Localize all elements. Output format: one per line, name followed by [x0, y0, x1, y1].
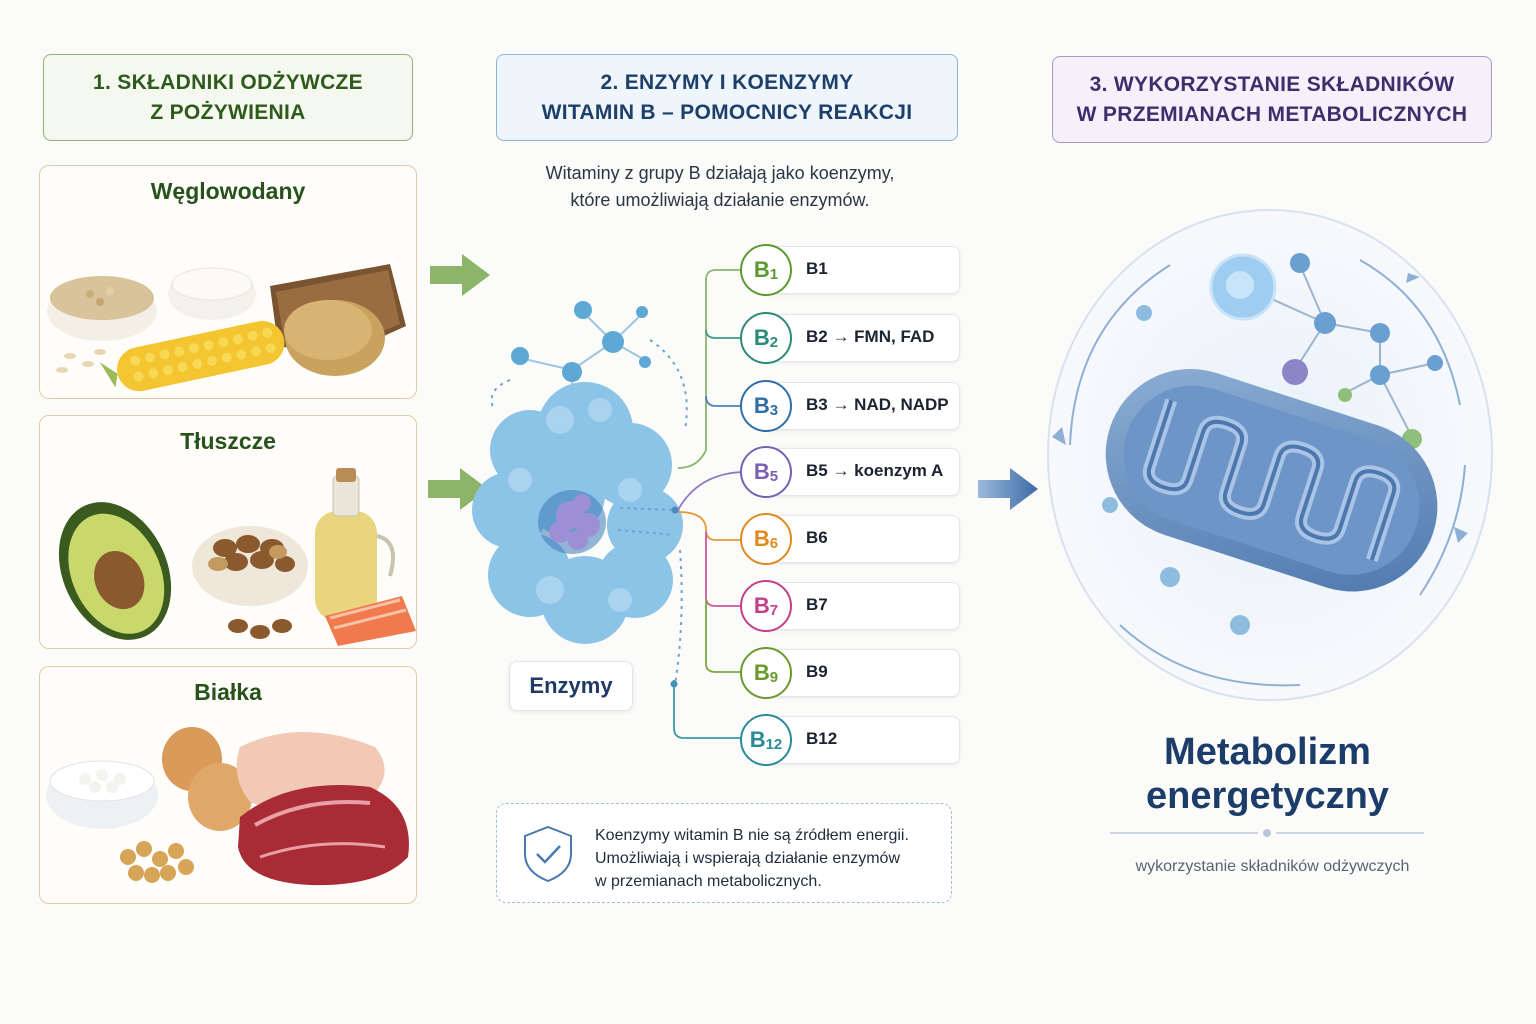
step3-header-line2: W PRZEMIANACH METABOLICZNYCH — [1076, 102, 1468, 126]
intro-line1: Witaminy z grupy B działają jako koenzym… — [545, 163, 895, 183]
step1-header-line1: 1. SKŁADNIKI ODŻYWCZE — [93, 70, 363, 94]
vitamin-label: B1 — [806, 259, 828, 278]
vitamin-pill — [760, 649, 960, 697]
step3-header: 3. WYKORZYSTANIE SKŁADNIKÓW W PRZEMIANACH… — [1052, 56, 1492, 143]
step1-header: 1. SKŁADNIKI ODŻYWCZE Z POŻYWIENIA — [43, 54, 413, 141]
result-title-line1: Metabolizm — [1164, 731, 1371, 773]
vitamin-label: B2 → FMN, FAD — [806, 327, 935, 346]
food-card-title: Białka — [194, 679, 262, 705]
note-text: Koenzymy witamin B nie są źródłem energi… — [595, 824, 909, 893]
note-line1: Koenzymy witamin B nie są źródłem energi… — [595, 827, 909, 844]
vitamin-pill — [760, 314, 960, 362]
vitamin-pill — [760, 382, 960, 430]
step2-header-line2: WITAMIN B – POMOCNICY REAKCJI — [541, 100, 913, 124]
note-line2: Umożliwiają i wspierają działanie enzymó… — [595, 850, 901, 867]
food-card-proteins: Białka — [39, 666, 417, 904]
vitamin-label: B9 — [806, 662, 828, 681]
note-box: Koenzymy witamin B nie są źródłem energi… — [496, 803, 952, 903]
vitamin-pill — [760, 246, 960, 294]
right-arrow-icon — [978, 468, 1038, 510]
intro-line2: które umożliwiają działanie enzymów. — [570, 190, 870, 210]
vitamin-pill — [760, 716, 960, 764]
result-title-line2: energetyczny — [1146, 775, 1389, 817]
vitamin-label: B12 — [806, 729, 838, 748]
vitamin-label: B5 → koenzym A — [806, 461, 944, 480]
enzyme-illustration — [472, 301, 688, 688]
vitamin-label: B3 → NAD, NADP — [806, 395, 949, 414]
food-card-title: Węglowodany — [150, 178, 306, 204]
step1-header-line2: Z POŻYWIENIA — [150, 100, 306, 124]
vitamin-pill — [760, 448, 960, 496]
result-subtitle: wykorzystanie składników odżywczych — [1135, 858, 1410, 875]
mitochondrion-illustration — [1047, 209, 1493, 701]
intro-text: Witaminy z grupy B działają jako koenzym… — [500, 160, 940, 214]
food-card-fats: Tłuszcze — [39, 415, 417, 649]
step2-header: 2. ENZYMY I KOENZYMY WITAMIN B – POMOCNIC… — [496, 54, 958, 141]
food-card-carbohydrates: Węglowodany — [39, 165, 417, 399]
enzymes-label: Enzymy — [509, 661, 633, 711]
step2-header-line1: 2. ENZYMY I KOENZYMY — [600, 70, 854, 94]
proteins-illustration — [46, 727, 409, 886]
vitamin-label: B7 — [806, 595, 828, 614]
step3-header-line1: 3. WYKORZYSTANIE SKŁADNIKÓW — [1089, 72, 1455, 96]
carbohydrates-illustration — [47, 264, 406, 392]
right-arrow-icon — [428, 468, 488, 510]
vitamin-pill — [760, 515, 960, 563]
vitamin-pill — [760, 582, 960, 630]
fats-illustration — [58, 468, 416, 646]
shield-check-icon — [524, 825, 572, 883]
title-divider — [1110, 829, 1424, 837]
right-arrow-icon — [430, 254, 490, 296]
result-title: Metabolizm energetyczny — [1100, 730, 1435, 818]
note-line3: w przemianach metabolicznych. — [595, 873, 822, 890]
vitamin-label: B6 — [806, 528, 828, 547]
vitamin-connector-lines — [673, 269, 743, 739]
food-card-title: Tłuszcze — [180, 428, 276, 454]
